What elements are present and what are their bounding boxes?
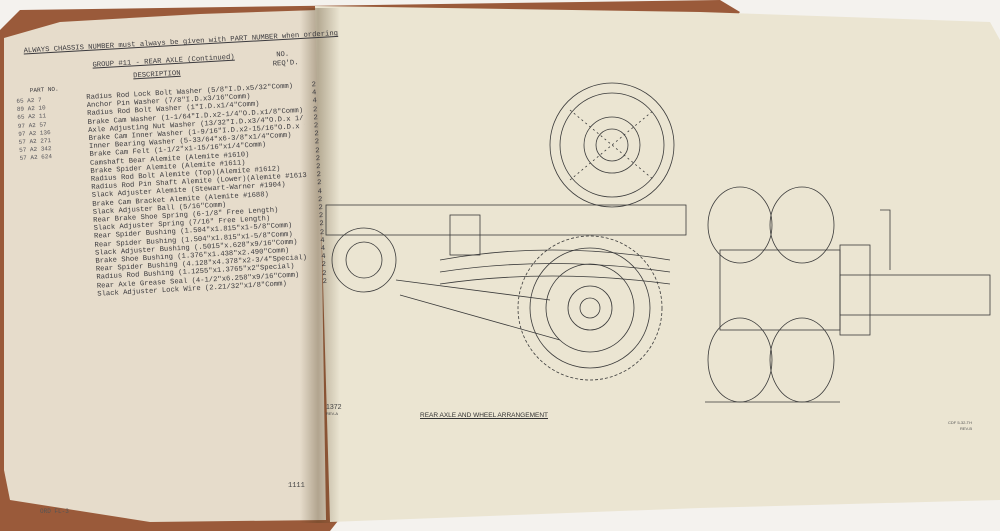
frame-side-view <box>325 204 687 285</box>
rear-axle-drawing <box>325 82 991 403</box>
axle-section-view <box>705 186 991 403</box>
footer-code: ORD FL-3 <box>40 508 69 515</box>
drawing-caption: REAR AXLE AND WHEEL ARRANGEMENT <box>420 412 548 419</box>
reference-code: CDF 5-32-TH <box>948 420 973 425</box>
plate-sub: REV-A <box>326 411 339 416</box>
drawing-reference: CDF 5-32-TH REV-B <box>948 420 972 432</box>
reference-sub: REV-B <box>960 426 973 431</box>
plate-number: 1372 REV-A <box>326 404 342 417</box>
page-number: 1111 <box>288 482 305 490</box>
header-no: NO. <box>276 50 290 60</box>
brake-drum-side-view <box>517 235 663 381</box>
wheel-hub-side-view <box>331 227 561 341</box>
header-reqd: REQ'D. <box>272 59 299 69</box>
plate-number-text: 1372 <box>326 404 342 411</box>
header-part-no: PART NO. <box>29 85 59 95</box>
book-gutter <box>300 8 340 523</box>
brake-drum-top-view <box>549 82 675 208</box>
